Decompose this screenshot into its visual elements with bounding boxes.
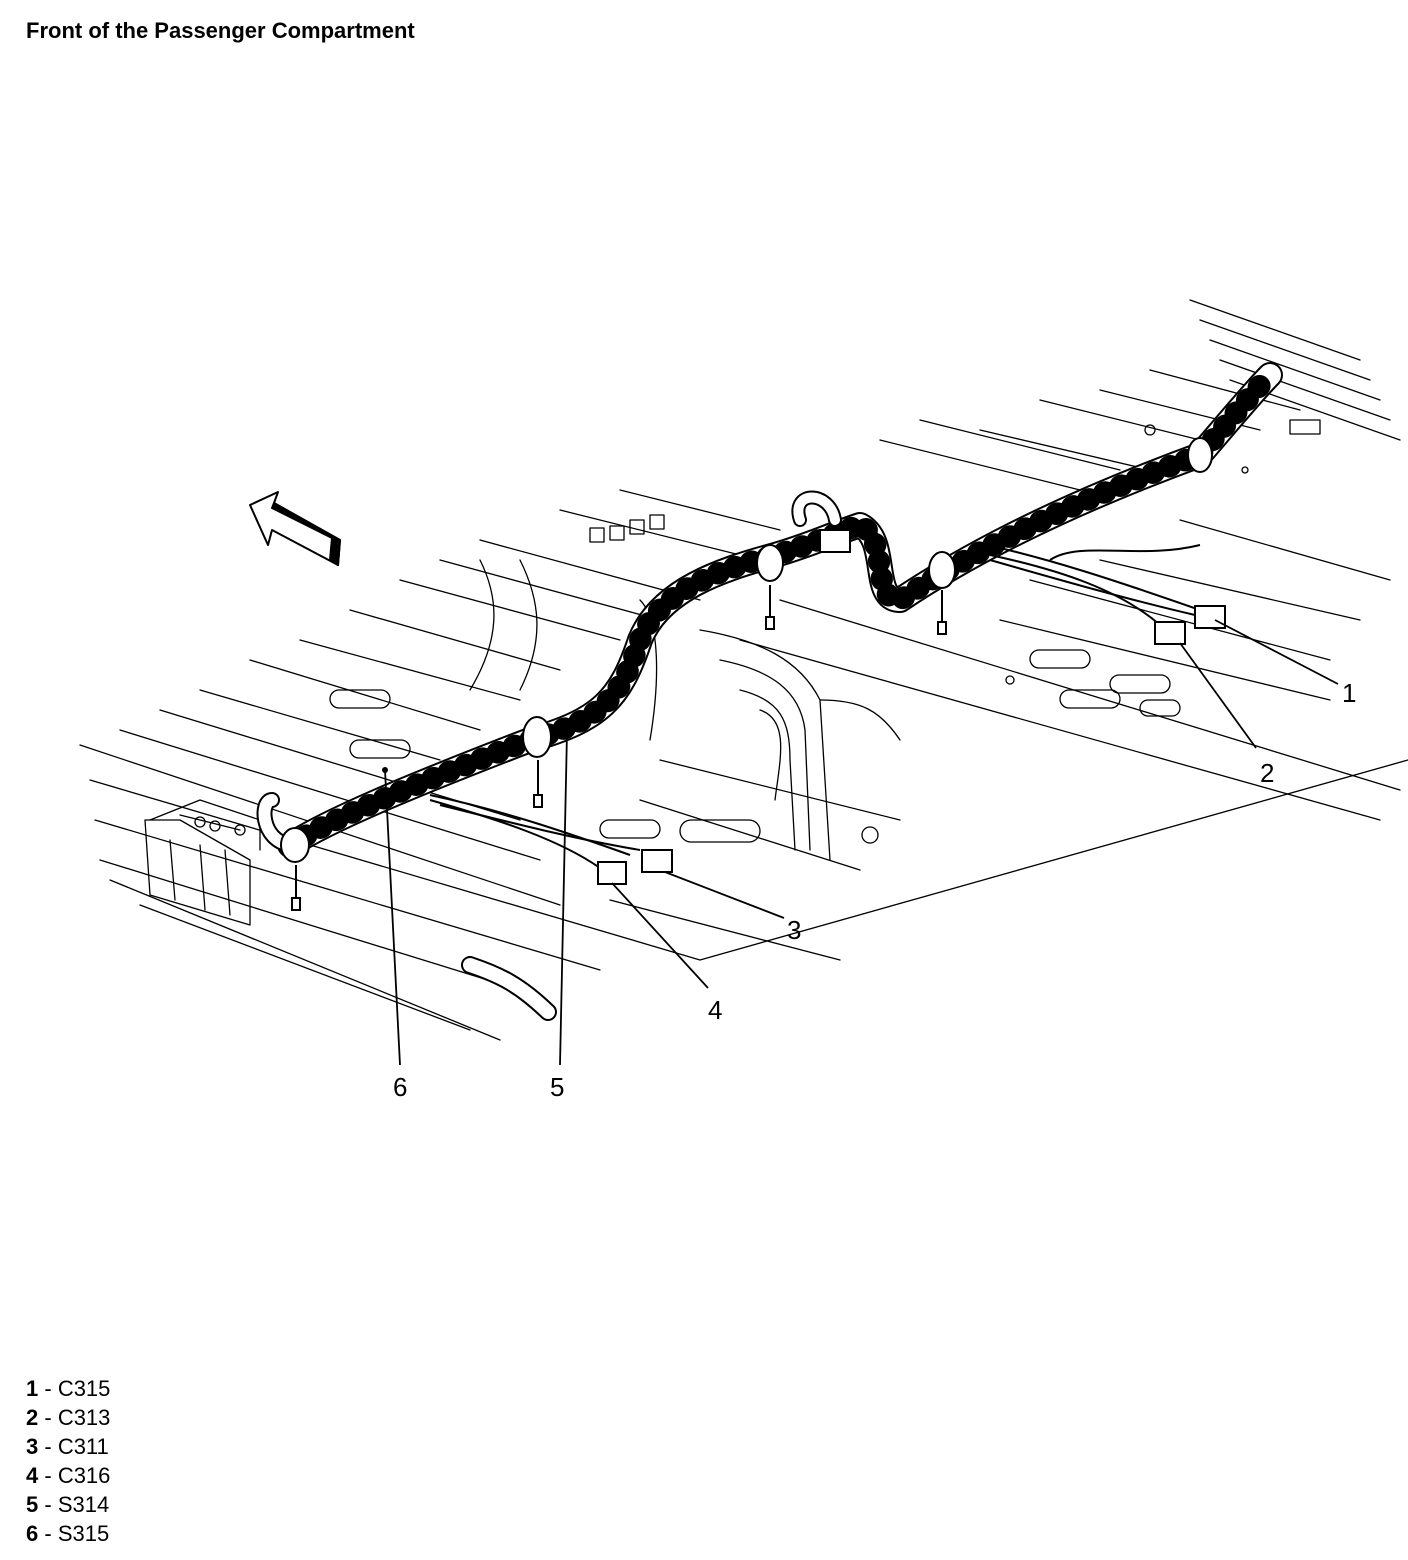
legend-row: 1 - C315: [26, 1376, 111, 1401]
connector-c316: [597, 861, 627, 885]
connector-c315: [1194, 605, 1226, 629]
callout-3: 3: [787, 915, 801, 945]
legend-row: 2 - C313: [26, 1405, 111, 1430]
legend-row: 6 - S315: [26, 1521, 110, 1546]
leader-lines: [384, 619, 1339, 1066]
connector-c311: [641, 849, 673, 873]
page-title: Front of the Passenger Compartment: [26, 18, 415, 43]
left-bracket: [144, 799, 261, 926]
floor-slots: [329, 419, 1321, 844]
legend: 1 - C315 2 - C313 3 - C311 4 - C316 5 - …: [26, 1374, 110, 1548]
floor-pan-lines: [79, 299, 1408, 1041]
callout-1: 1: [1342, 678, 1356, 708]
legend-row: 3 - C311: [26, 1434, 109, 1459]
branch-wires: [429, 544, 1201, 869]
legend-row: 4 - C316: [26, 1463, 111, 1488]
connectors: [597, 605, 1226, 885]
callout-4: 4: [708, 995, 722, 1025]
legend-row: 5 - S314: [26, 1492, 110, 1517]
floor-tunnel: [469, 559, 901, 861]
callout-5: 5: [550, 1072, 564, 1102]
connector-c313: [1154, 621, 1186, 645]
harness-retainers: [280, 437, 1213, 911]
callout-6: 6: [393, 1072, 407, 1102]
forward-arrow-icon: [249, 491, 341, 566]
callout-2: 2: [1260, 758, 1274, 788]
